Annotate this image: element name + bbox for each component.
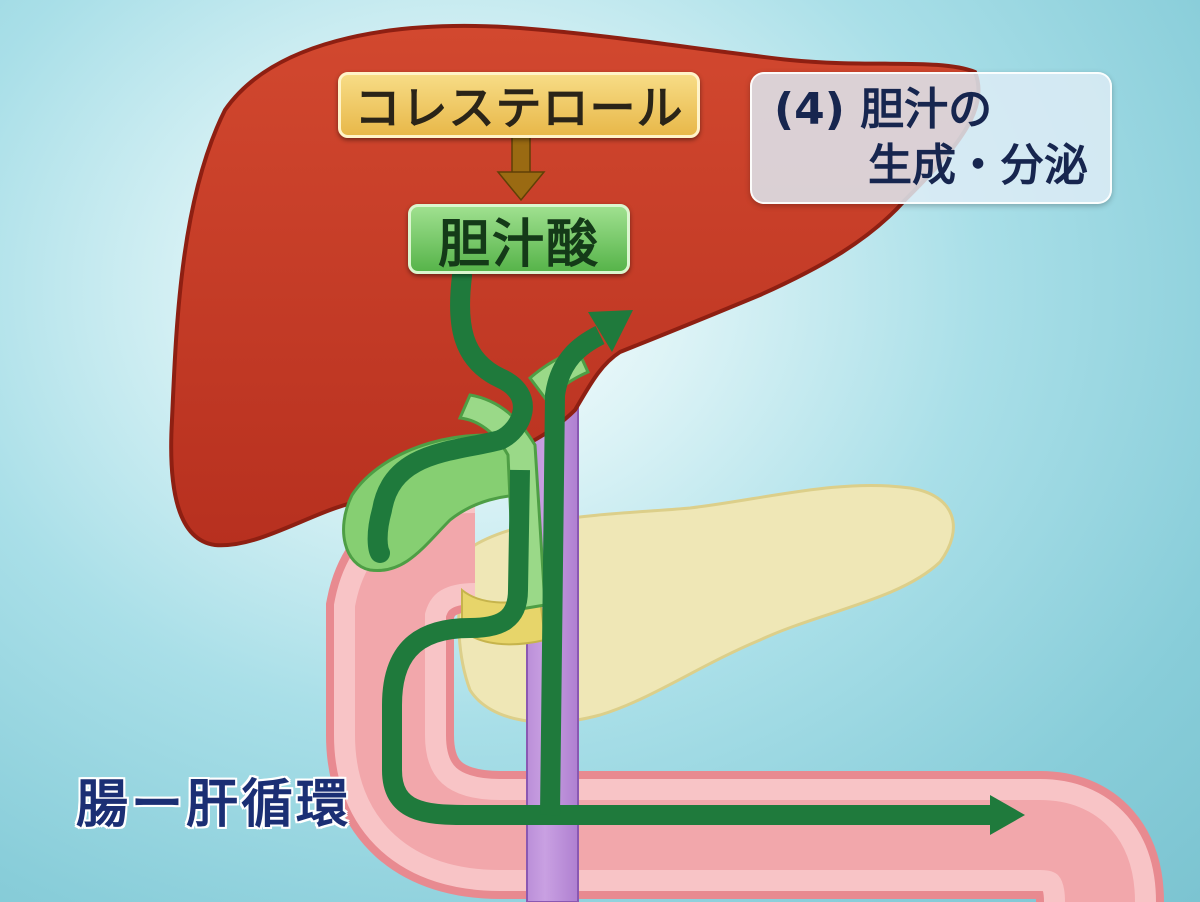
section-title-line2: 生成・分泌 (868, 140, 1088, 191)
cholesterol-label: コレステロール (338, 72, 700, 138)
enterohepatic-circulation-label: 腸ー肝循環 (76, 775, 352, 835)
bile-flow-arrow (367, 266, 990, 825)
section-title: (4) 胆汁の 生成・分泌 (750, 72, 1112, 204)
gallbladder (342, 433, 527, 573)
conversion-arrow (496, 135, 546, 202)
pancreas (457, 483, 955, 724)
section-title-line1: (4) 胆汁の (774, 84, 993, 135)
bile-acid-label: 胆汁酸 (408, 204, 630, 275)
arrowhead-intestine (990, 795, 1025, 835)
arrowhead-liver (588, 310, 633, 352)
